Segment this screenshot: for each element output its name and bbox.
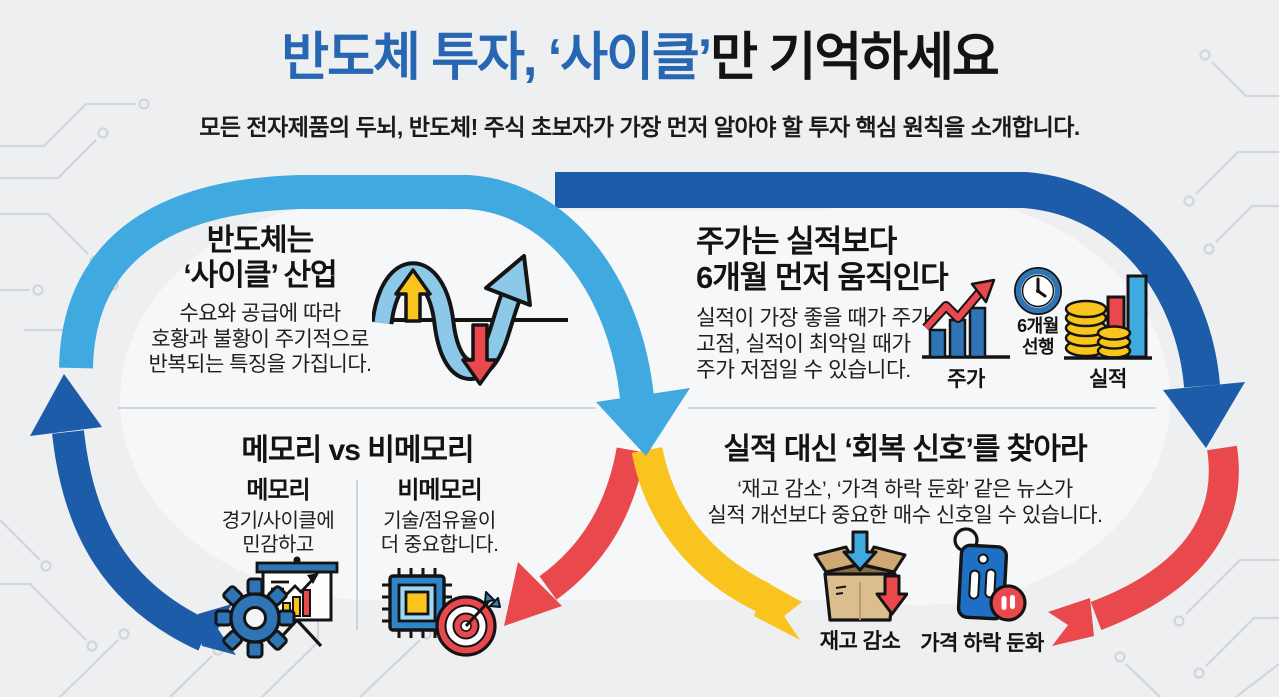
section-signal-title: 실적 대신 ‘회복 신호’를 찾아라	[723, 433, 1087, 466]
section-cycle-title: 반도체는 ‘사이클’ 산업	[115, 224, 405, 293]
gear-icon	[214, 577, 296, 659]
section-lead-title: 주가는 실적보다 6개월 먼저 움직인다	[696, 224, 1046, 295]
section-lead-title-line2: 6개월 먼저 움직인다	[696, 259, 949, 295]
section-cycle-title-line1: 반도체는	[206, 224, 314, 257]
price-chart-label: 주가	[947, 368, 985, 391]
tag-label: 가격 하락 둔화	[920, 632, 1044, 655]
page-title: 반도체 투자, ‘사이클’만 기억하세요	[0, 29, 1279, 87]
memory-left-column: 메모리 경기/사이클에 민감하고	[203, 477, 353, 557]
section-memory-title: 메모리 vs 비메모리	[241, 434, 474, 467]
page-title-rest: 만 기억하세요	[710, 29, 999, 87]
memory-left-name: 메모리	[246, 477, 310, 504]
page-title-accent: 반도체 투자, ‘사이클’	[281, 29, 712, 87]
center-red-arrow	[504, 447, 646, 626]
right-loop-red-ribbon	[1048, 445, 1239, 646]
memory-right-name: 비메모리	[397, 477, 482, 504]
section-lead-title-line1: 주가는 실적보다	[696, 224, 897, 259]
section-cycle-title-line2: ‘사이클’ 산업	[183, 258, 337, 292]
memory-right-column: 비메모리 기술/점유율이 더 중요합니다.	[362, 477, 517, 557]
section-cycle-body: 수요와 공급에 따라 호황과 불황이 주기적으로 반복되는 특징을 가집니다.	[148, 302, 372, 377]
earnings-label: 실적	[1089, 368, 1127, 391]
top-light-blue-arrow	[59, 175, 690, 456]
inflow-arrow-icon	[842, 530, 878, 572]
stock-chart-up-icon	[922, 278, 1010, 359]
clock-icon	[1014, 267, 1062, 315]
section-dividers	[118, 407, 1156, 630]
section-lead-body: 실적이 가장 좋을 때가 주가 고점, 실적이 최악일 때가 주가 저점일 수 …	[696, 306, 930, 383]
price-tag-pause-icon	[953, 527, 1027, 622]
chip-icon	[382, 568, 452, 638]
page-subtitle: 모든 전자제품의 두뇌, 반도체! 주식 초보자가 가장 먼저 알아야 할 투자…	[199, 114, 1080, 140]
section-signal-body: ‘재고 감소’, ‘가격 하락 둔화’ 같은 뉴스가 실적 개선보다 중요한 매…	[707, 478, 1103, 527]
box-label: 재고 감소	[819, 630, 901, 653]
up-arrow-icon	[394, 268, 432, 323]
memory-left-body: 경기/사이클에 민감하고	[221, 509, 335, 556]
pause-badge-icon	[989, 584, 1027, 622]
center-yellow-ribbon	[631, 446, 802, 640]
down-arrow-icon	[461, 323, 499, 386]
right-loop-dark-blue-arrow	[555, 172, 1220, 388]
memory-right-body: 기술/점유율이 더 중요합니다.	[380, 509, 499, 556]
right-down-arrowhead	[1163, 382, 1245, 448]
coins-earnings-icon	[1064, 274, 1152, 360]
clock-label: 6개월 선행	[1017, 316, 1059, 357]
open-box-icon	[813, 530, 908, 622]
target-icon	[435, 591, 501, 657]
sine-wave-cycle-icon	[372, 254, 568, 386]
decrease-arrow-icon	[875, 574, 908, 616]
